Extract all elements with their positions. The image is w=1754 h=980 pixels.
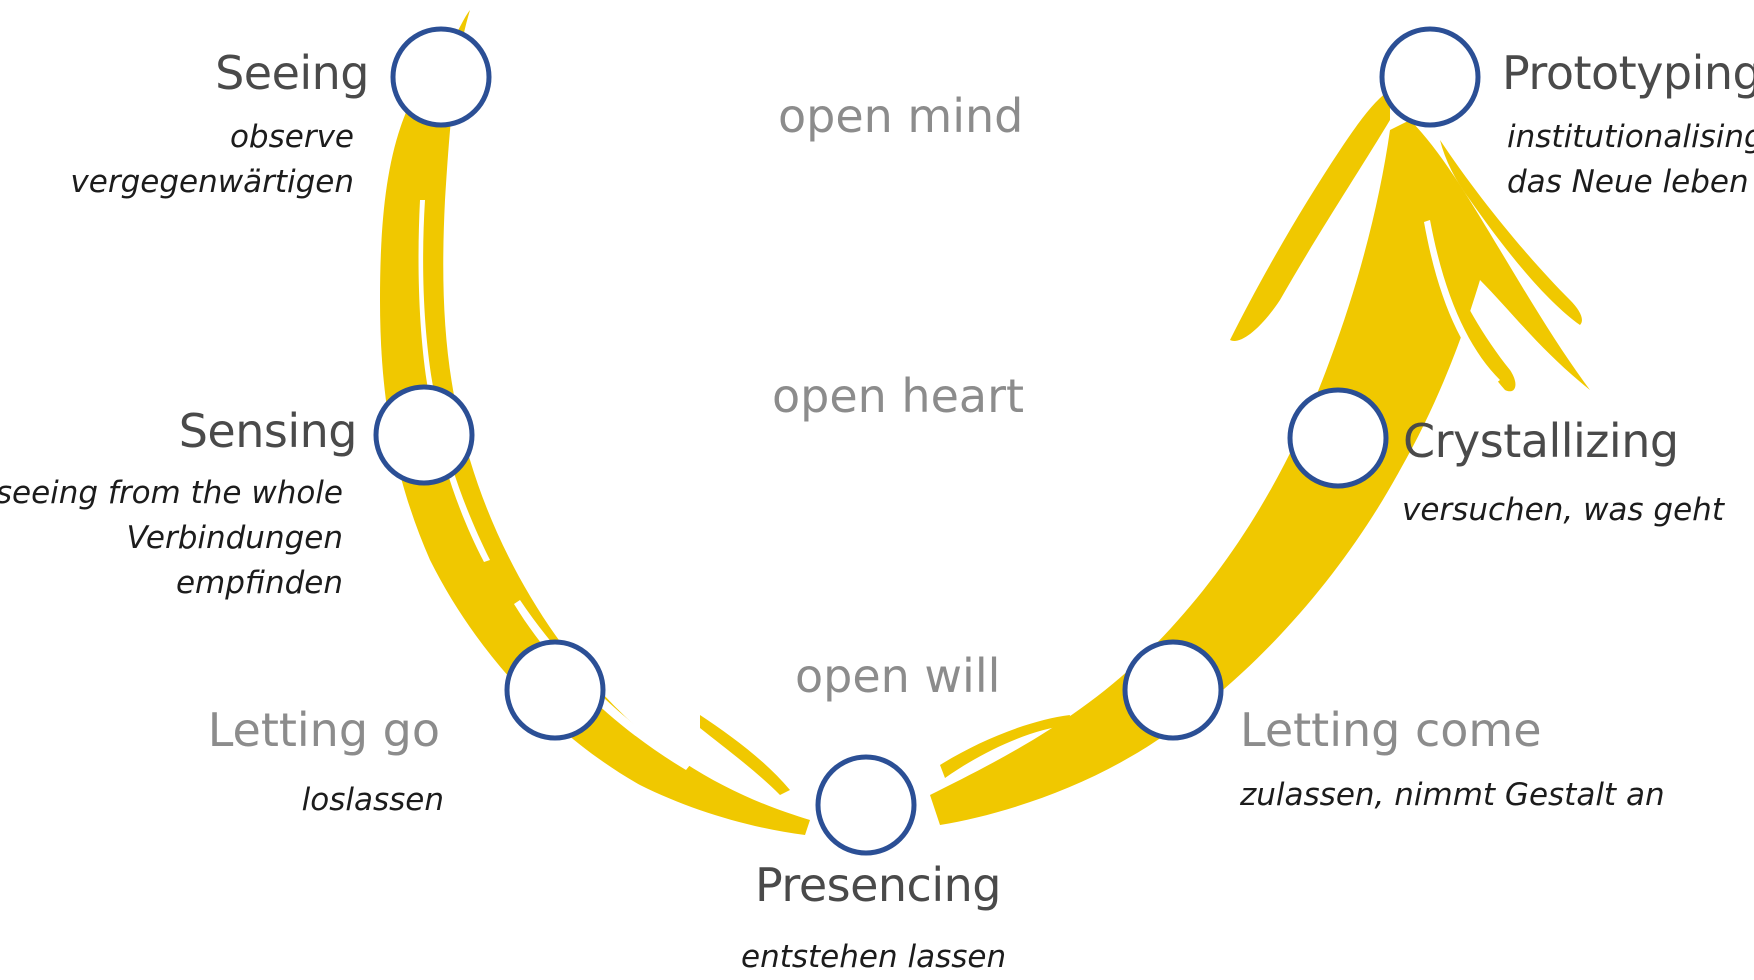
node-prototyping [1382,29,1478,125]
desc-line: Verbindungen [0,516,343,561]
stage-sensing-label: Sensing [179,408,357,454]
desc-line: loslassen [302,778,444,823]
stage-prototyping-desc: institutionalising das Neue leben [1507,115,1754,205]
node-seeing [393,29,489,125]
stage-letting-go-label: Letting go [208,707,440,753]
stage-crystallizing-desc: versuchen, was geht [1402,488,1724,533]
stage-letting-go-desc: loslassen [302,778,444,823]
stage-presencing-label: Presencing [755,862,1001,908]
node-presencing [818,757,914,853]
stage-seeing-label: Seeing [215,50,369,96]
stage-sensing-desc: seeing from the whole Verbindungen empfi… [0,471,343,606]
desc-line: empfinden [0,561,343,606]
desc-line: institutionalising [1507,115,1754,160]
level-open-heart: open heart [772,373,1024,419]
stage-seeing-desc: observe vergegenwärtigen [70,115,354,205]
node-letting-go [507,642,603,738]
desc-line: das Neue leben [1507,160,1754,205]
desc-line: vergegenwärtigen [70,160,354,205]
desc-line: seeing from the whole [0,471,343,516]
stage-presencing-desc: entstehen lassen [741,935,1006,980]
stage-crystallizing-label: Crystallizing [1403,418,1679,464]
node-letting-come [1125,642,1221,738]
desc-line: zulassen, nimmt Gestalt an [1240,773,1665,818]
stage-prototyping-label: Prototyping [1502,50,1754,96]
node-crystallizing [1290,390,1386,486]
stage-letting-come-desc: zulassen, nimmt Gestalt an [1240,773,1665,818]
stage-letting-come-label: Letting come [1240,707,1542,753]
desc-line: observe [70,115,354,160]
level-open-mind: open mind [778,93,1023,139]
node-sensing [376,387,472,483]
level-open-will: open will [795,653,1000,699]
desc-line: versuchen, was geht [1402,488,1724,533]
desc-line: entstehen lassen [741,935,1006,980]
